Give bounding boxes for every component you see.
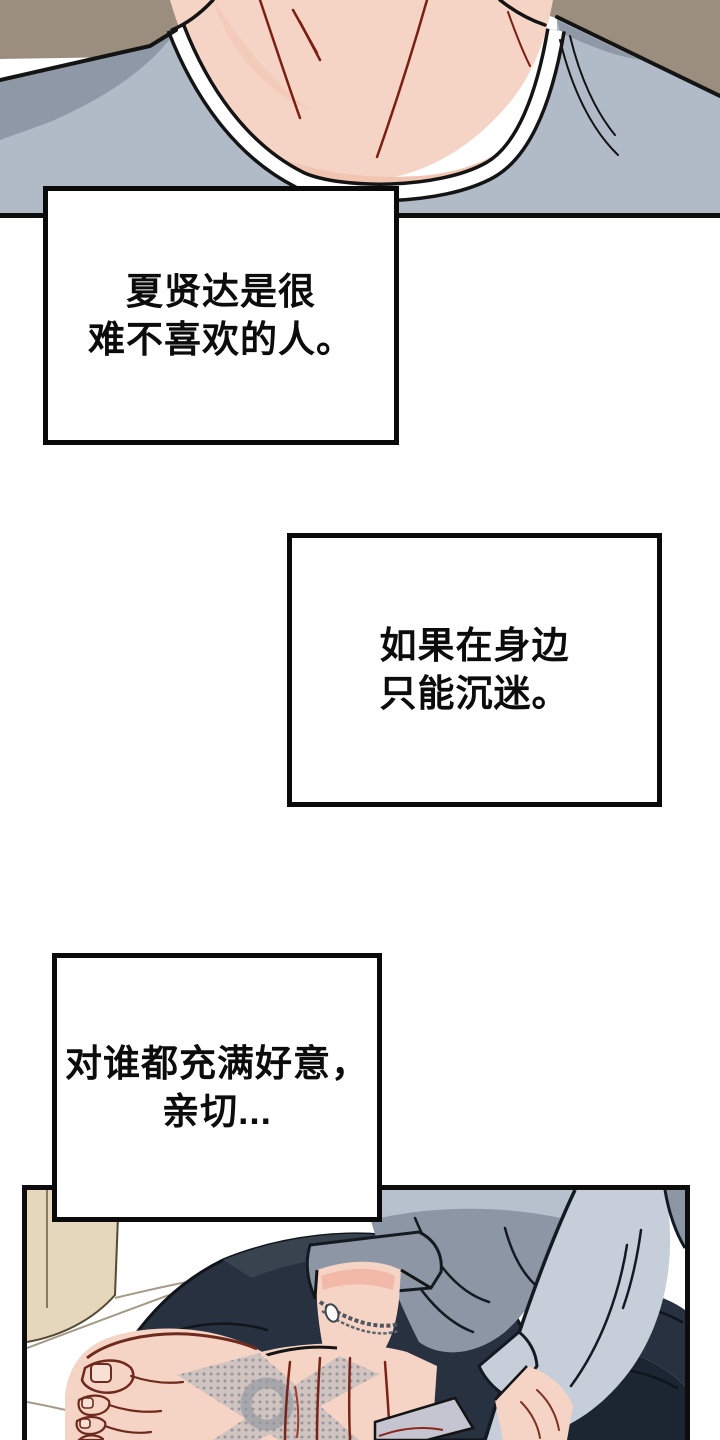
caption-2-line-2: 只能沉迷。 xyxy=(379,673,570,714)
caption-box-3: 对谁都充满好意， 亲切... xyxy=(52,953,382,1222)
hand-tattoo xyxy=(177,1353,379,1440)
caption-box-2: 如果在身边 只能沉迷。 xyxy=(287,533,662,807)
finger-lines xyxy=(283,1356,392,1440)
bracelet xyxy=(318,1300,400,1335)
shoulder-lines xyxy=(0,15,720,98)
panel-sitting xyxy=(22,1185,690,1440)
shirt-shadow-left xyxy=(0,30,176,140)
caption-3-line-1: 对谁都充满好意， xyxy=(65,1042,369,1084)
caption-box-1: 夏贤达是很 难不喜欢的人。 xyxy=(43,186,399,445)
neck-tendon-lines xyxy=(258,0,531,159)
neck-skin xyxy=(170,0,553,181)
second-hand xyxy=(477,1330,573,1440)
caption-1-line-2: 难不喜欢的人。 xyxy=(88,318,354,360)
shirt-fold-lines xyxy=(559,35,619,156)
shirt xyxy=(0,17,720,218)
shirt-shadow-right xyxy=(557,20,640,60)
caption-2-line-1: 如果在身边 xyxy=(379,625,570,666)
sitting-art xyxy=(27,1190,685,1440)
panel-neck-closeup xyxy=(0,0,720,218)
cloth-scrap xyxy=(373,1396,475,1440)
caption-3-line-2: 亲切... xyxy=(162,1090,272,1132)
neck-closeup-art xyxy=(0,0,720,218)
caption-1-line-1: 夏贤达是很 xyxy=(126,270,316,312)
skin-shadow-chest xyxy=(230,135,515,186)
